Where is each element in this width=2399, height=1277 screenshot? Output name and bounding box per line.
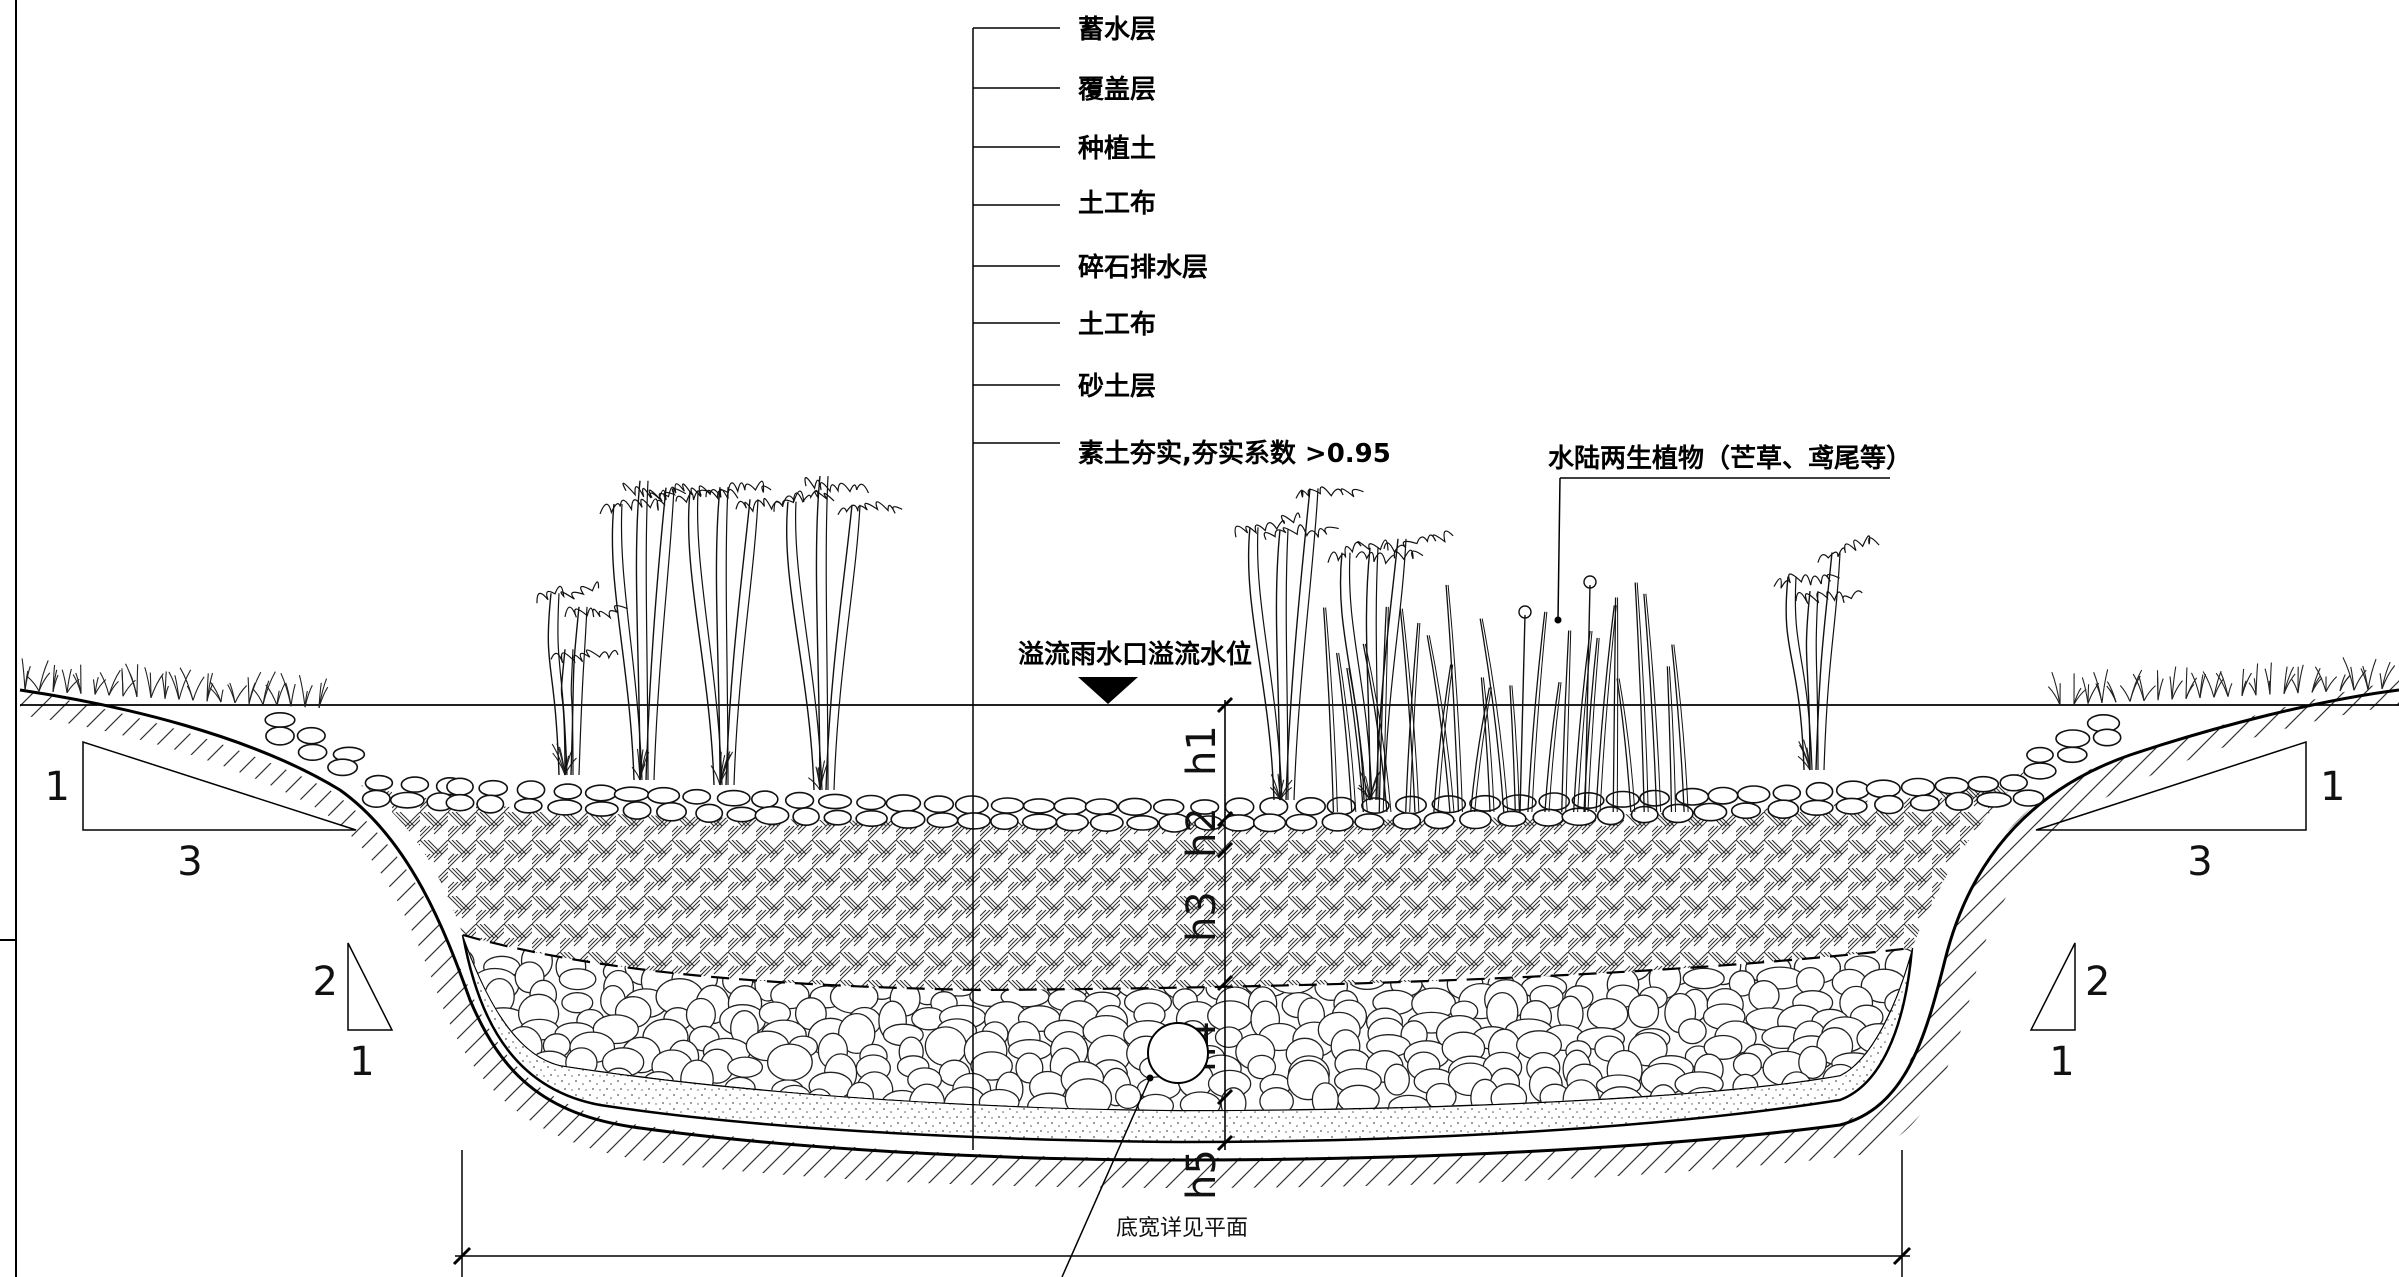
- svg-text:1: 1: [2320, 764, 2345, 810]
- layer-label-sand: 砂土层: [1078, 372, 1156, 402]
- layer-label-gravel-drainage: 碎石排水层: [1078, 253, 1208, 283]
- svg-text:1: 1: [45, 764, 70, 810]
- layer-label-list: 蓄水层 覆盖层 种植土 土工布 碎石排水层 土工布 砂土层 素土夯实,夯实系数 …: [1077, 15, 1391, 469]
- slope-left-bottom: 2 1: [313, 942, 394, 1085]
- dim-h2: h2: [1179, 807, 1225, 858]
- water-level-triangle-icon: [1078, 677, 1138, 704]
- layer-label-geotextile-2: 土工布: [1078, 310, 1156, 340]
- dim-h1: h1: [1179, 725, 1225, 776]
- svg-text:3: 3: [2187, 839, 2212, 885]
- slope-left-top: 1 3: [45, 740, 357, 885]
- dim-h3: h3: [1179, 891, 1225, 942]
- layer-label-cover: 覆盖层: [1077, 74, 1156, 105]
- plant-label: 水陆两生植物（芒草、鸢尾等）: [1548, 443, 1912, 474]
- svg-text:1: 1: [2049, 1039, 2074, 1085]
- slope-right-bottom: 2 1: [2029, 942, 2110, 1085]
- svg-text:1: 1: [349, 1039, 374, 1085]
- slope-right-top: 1 3: [2035, 740, 2345, 885]
- layer-leader-lines: [972, 27, 1060, 1150]
- perforated-drain-pipe: [1147, 1022, 1209, 1084]
- layer-label-compacted-soil: 素土夯实,夯实系数 >0.95: [1078, 438, 1391, 469]
- overflow-level-label: 溢流雨水口溢流水位: [1018, 639, 1252, 670]
- svg-text:2: 2: [2085, 959, 2110, 1005]
- bottom-width-dimension: 底宽详见平面: [452, 1150, 1912, 1277]
- planting-group: [536, 476, 1880, 813]
- layer-label-storage: 蓄水层: [1078, 15, 1156, 45]
- depth-dimension-chain: h1 h2 h3 h4 h5: [1179, 696, 1234, 1200]
- svg-text:2: 2: [313, 959, 338, 1005]
- dim-h5: h5: [1179, 1149, 1225, 1200]
- layer-label-planting-soil: 种植土: [1078, 134, 1156, 164]
- svg-text:3: 3: [177, 839, 202, 885]
- layer-label-geotextile-1: 土工布: [1078, 189, 1156, 219]
- bottom-width-label: 底宽详见平面: [1116, 1216, 1248, 1241]
